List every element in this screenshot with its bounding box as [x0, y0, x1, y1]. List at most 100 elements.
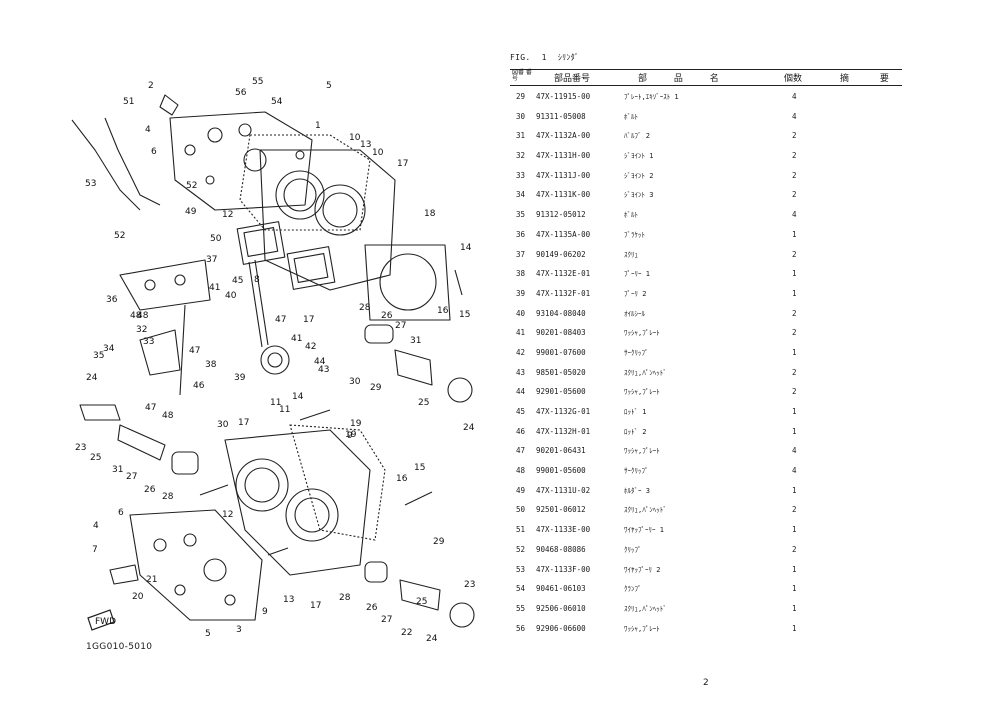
ref-number: 36 — [516, 229, 526, 239]
quantity: 1 — [792, 407, 797, 416]
quantity: 1 — [792, 525, 797, 535]
callout-31: 31 — [112, 465, 123, 475]
callout-49: 49 — [185, 207, 197, 217]
ref-number: 33 — [516, 170, 526, 180]
callout-26: 26 — [366, 603, 378, 613]
part-number: 98501-05020 — [536, 367, 586, 377]
callout-41: 41 — [291, 334, 302, 344]
part-number: 47X-1133F-00 — [536, 564, 591, 574]
callout-5: 5 — [326, 81, 332, 91]
callout-26: 26 — [381, 311, 393, 321]
callout-41: 41 — [209, 283, 220, 293]
quantity: 2 — [792, 505, 797, 515]
part-number: 47X-1131K-00 — [536, 190, 591, 200]
callout-28: 28 — [162, 492, 174, 502]
callout-7: 7 — [92, 545, 98, 555]
callout-24: 24 — [86, 373, 98, 383]
callout-19: 19 — [345, 430, 357, 440]
callout-48: 48 — [130, 311, 142, 321]
callout-25: 25 — [90, 453, 101, 463]
callout-16: 16 — [437, 306, 449, 316]
callout-26: 26 — [144, 485, 156, 495]
callout-13: 13 — [283, 595, 294, 605]
lower-cylinder-block — [224, 429, 371, 576]
callout-30: 30 — [217, 420, 229, 430]
callout-17: 17 — [303, 315, 314, 325]
callout-15: 15 — [414, 463, 425, 473]
callout-45: 45 — [232, 276, 243, 286]
callout-29: 29 — [433, 537, 445, 547]
callout-10: 10 — [349, 133, 361, 143]
callout-37: 37 — [206, 255, 217, 265]
callout-53: 53 — [85, 179, 96, 189]
part-number: 90201-06431 — [536, 446, 586, 456]
part-number: 91311-05008 — [536, 111, 586, 121]
callout-52: 52 — [114, 231, 125, 241]
header-ref: 図番 番号 — [512, 69, 532, 82]
figure-name: ｼﾘﾝﾀﾞ — [557, 53, 580, 62]
ref-number: 31 — [516, 131, 526, 141]
part-number: 47X-1132E-01 — [536, 269, 591, 279]
part-name: ｸﾘｯﾌﾟ — [624, 545, 642, 554]
callout-47: 47 — [189, 346, 200, 356]
part-number: 47X-1133E-00 — [536, 525, 591, 535]
part-number: 92906-06600 — [536, 623, 586, 633]
upper-cylinder-block — [259, 149, 396, 291]
part-name: ﾌﾟｰﾘｰ 1 — [624, 270, 650, 279]
quantity: 1 — [792, 623, 797, 633]
callout-20: 20 — [132, 592, 144, 602]
ref-number: 56 — [516, 623, 526, 633]
part-name: ﾎﾞﾙﾄ — [624, 112, 638, 121]
part-number: 90149-06202 — [536, 249, 586, 259]
ref-number: 47 — [516, 446, 526, 456]
quantity: 4 — [792, 210, 797, 220]
callout-35: 35 — [93, 351, 104, 361]
part-name: ﾌﾟﾚｰﾄ,ｴｷｿﾞｰｽﾄ 1 — [624, 93, 679, 101]
part-number: 90461-06103 — [536, 584, 586, 594]
quantity: 4 — [792, 466, 797, 476]
part-name: ｽｸﾘｭ,ﾊﾟﾝﾍｯﾄﾞ — [624, 368, 667, 377]
lower-cylinder-head — [129, 509, 263, 621]
callout-44: 44 — [314, 357, 326, 367]
part-name: ﾊﾞﾙﾌﾞ 2 — [624, 132, 650, 141]
quantity: 2 — [792, 308, 797, 318]
quantity: 1 — [792, 269, 797, 279]
quantity: 4 — [792, 92, 797, 101]
callout-47: 47 — [275, 315, 286, 325]
ref-number: 53 — [516, 564, 526, 574]
quantity: 2 — [792, 190, 797, 200]
callout-6: 6 — [151, 147, 157, 157]
callout-12: 12 — [222, 210, 233, 220]
part-number: 47X-1132G-01 — [536, 407, 591, 416]
upper-cylinder-head — [169, 111, 313, 211]
part-number: 99001-05600 — [536, 466, 586, 476]
callout-12: 12 — [222, 510, 233, 520]
callout-layer: 1234567891011121314151617181920212223242… — [75, 77, 475, 644]
callout-10: 10 — [372, 148, 384, 158]
callout-15: 15 — [459, 310, 470, 320]
diagram-code: 1GG010-5010 — [86, 642, 153, 652]
callout-24: 24 — [463, 423, 475, 433]
quantity: 1 — [792, 229, 797, 239]
part-number: 47X-11915-00 — [536, 92, 591, 101]
part-name: ﾜｯｼｬ,ﾌﾟﾚｰﾄ — [624, 329, 660, 338]
header-part-no: 部品番号 — [554, 74, 591, 84]
part-name: ｽｸﾘｭ,ﾊﾟﾝﾍｯﾄﾞ — [624, 506, 667, 515]
part-number: 92901-05600 — [536, 387, 586, 397]
figure-title: FIG. 1 ｼﾘﾝﾀﾞ — [510, 52, 902, 63]
part-name: ｸﾗﾝﾌﾟ — [624, 585, 642, 594]
quantity: 2 — [792, 544, 797, 554]
callout-3: 3 — [236, 625, 242, 635]
callout-50: 50 — [210, 234, 222, 244]
ref-number: 39 — [516, 288, 526, 298]
